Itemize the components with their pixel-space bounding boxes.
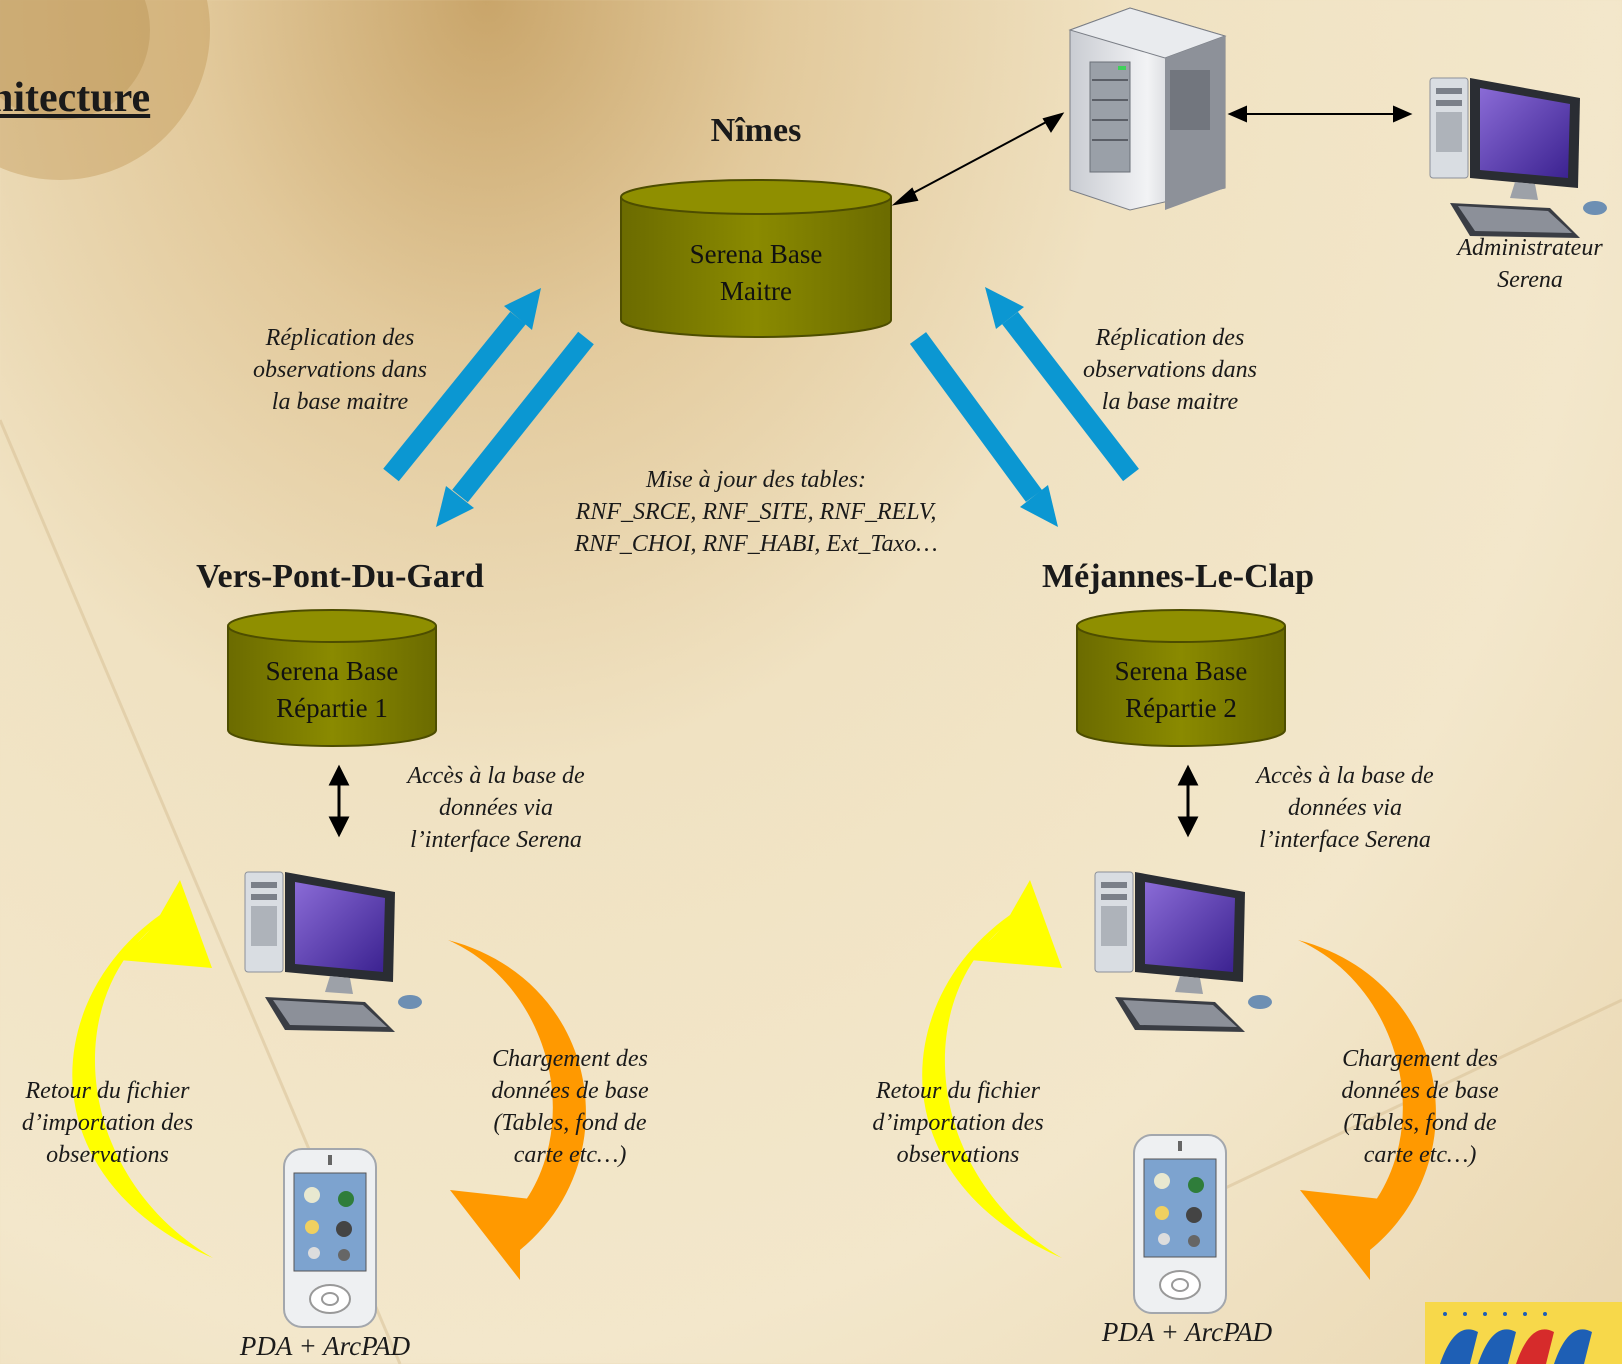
replication-left-line1: Réplication des [265, 325, 415, 351]
replication-right-label: Réplication des observations dans la bas… [1060, 322, 1280, 418]
load-left-line4: carte etc…) [513, 1142, 627, 1168]
site-vers: Vers-Pont-Du-Gard [196, 558, 484, 595]
replication-left-line3: la base maitre [271, 389, 409, 415]
return-right-line3: observations [896, 1142, 1020, 1168]
db-nimes-line1: Serena Base [689, 239, 823, 269]
return-left-line1: Retour du fichier [25, 1078, 190, 1104]
admin-line2: Serena [1497, 267, 1563, 293]
access-right-line1: Accès à la base de [1256, 763, 1434, 789]
update-line3: RNF_CHOI, RNF_HABI, Ext_Taxo… [574, 531, 938, 557]
db-vers-label: Serena Base Répartie 1 [232, 653, 432, 727]
admin-label: Administrateur Serena [1430, 232, 1622, 296]
load-right-line1: Chargement des [1342, 1046, 1498, 1072]
update-line2: RNF_SRCE, RNF_SITE, RNF_RELV, [575, 499, 937, 525]
server-admin-connector [1227, 105, 1413, 123]
replication-arrow-mejannes-to-nimes [985, 287, 1139, 482]
access-left-line3: l’interface Serena [410, 827, 582, 853]
replication-right-line3: la base maitre [1101, 389, 1239, 415]
db-mejannes-line2: Répartie 2 [1125, 693, 1237, 723]
pda-left-label: PDA + ArcPAD [239, 1331, 411, 1361]
access-left-line1: Accès à la base de [407, 763, 585, 789]
load-arrow-mejannes [1298, 940, 1436, 1280]
site-nimes: Nîmes [710, 112, 802, 149]
db-vers-line1: Serena Base [265, 656, 399, 686]
load-right-line4: carte etc…) [1363, 1142, 1477, 1168]
load-right-line3: (Tables, fond de [1343, 1110, 1497, 1136]
load-left-line1: Chargement des [492, 1046, 648, 1072]
update-tables-label: Mise à jour des tables: RNF_SRCE, RNF_SI… [546, 464, 966, 560]
access-left-label: Accès à la base de données via l’interfa… [386, 760, 606, 856]
return-right-label: Retour du fichier d’importation des obse… [848, 1075, 1068, 1171]
load-left-line3: (Tables, fond de [493, 1110, 647, 1136]
replication-left-label: Réplication des observations dans la bas… [230, 322, 450, 418]
database-mejannes [1076, 609, 1286, 747]
access-arrow-vers [328, 764, 350, 838]
update-arrow-nimes-to-mejannes [909, 332, 1058, 527]
pda-mejannes-icon [1133, 1134, 1227, 1314]
logo [1425, 1302, 1622, 1364]
computer-mejannes-icon [1094, 871, 1273, 1033]
update-arrow-nimes-to-vers [436, 331, 594, 527]
db-vers-line2: Répartie 1 [276, 693, 388, 723]
return-right-line1: Retour du fichier [876, 1078, 1040, 1104]
return-arrow-mejannes [922, 880, 1062, 1258]
replication-right-line2: observations dans [1083, 357, 1257, 383]
db-mejannes-label: Serena Base Répartie 2 [1081, 653, 1281, 727]
return-right-line2: d’importation des [872, 1110, 1044, 1136]
access-right-line2: données via [1288, 795, 1402, 821]
access-left-line2: données via [439, 795, 553, 821]
load-right-line2: données de base [1341, 1078, 1499, 1104]
page-title: hitecture [0, 75, 151, 121]
site-mejannes: Méjannes-Le-Clap [1042, 558, 1314, 595]
replication-left-line2: observations dans [253, 357, 427, 383]
computer-vers-icon [244, 871, 423, 1033]
load-left-line2: données de base [491, 1078, 649, 1104]
server-icon [1068, 7, 1227, 211]
db-nimes-line2: Maitre [720, 276, 792, 306]
access-right-label: Accès à la base de données via l’interfa… [1235, 760, 1455, 856]
pda-vers-icon [283, 1148, 377, 1328]
database-vers [227, 609, 437, 747]
update-line1: Mise à jour des tables: [646, 467, 866, 493]
pda-right-label: PDA + ArcPAD [1101, 1317, 1273, 1347]
admin-computer-icon [1429, 77, 1608, 239]
access-right-line3: l’interface Serena [1259, 827, 1431, 853]
return-arrow-vers [72, 880, 213, 1258]
database-nimes [620, 179, 892, 338]
db-mejannes-line1: Serena Base [1114, 656, 1248, 686]
return-left-line3: observations [46, 1142, 169, 1168]
admin-line1: Administrateur [1457, 235, 1603, 261]
load-right-label: Chargement des données de base (Tables, … [1320, 1043, 1520, 1171]
access-arrow-mejannes [1177, 764, 1199, 838]
load-arrow-vers [448, 940, 586, 1280]
replication-right-line1: Réplication des [1095, 325, 1245, 351]
return-left-label: Retour du fichier d’importation des obse… [0, 1075, 215, 1171]
server-db-connector [891, 112, 1065, 206]
load-left-label: Chargement des données de base (Tables, … [470, 1043, 670, 1171]
db-nimes-label: Serena Base Maitre [656, 236, 856, 310]
replication-arrow-vers-to-nimes [383, 288, 541, 482]
return-left-line2: d’importation des [21, 1110, 194, 1136]
